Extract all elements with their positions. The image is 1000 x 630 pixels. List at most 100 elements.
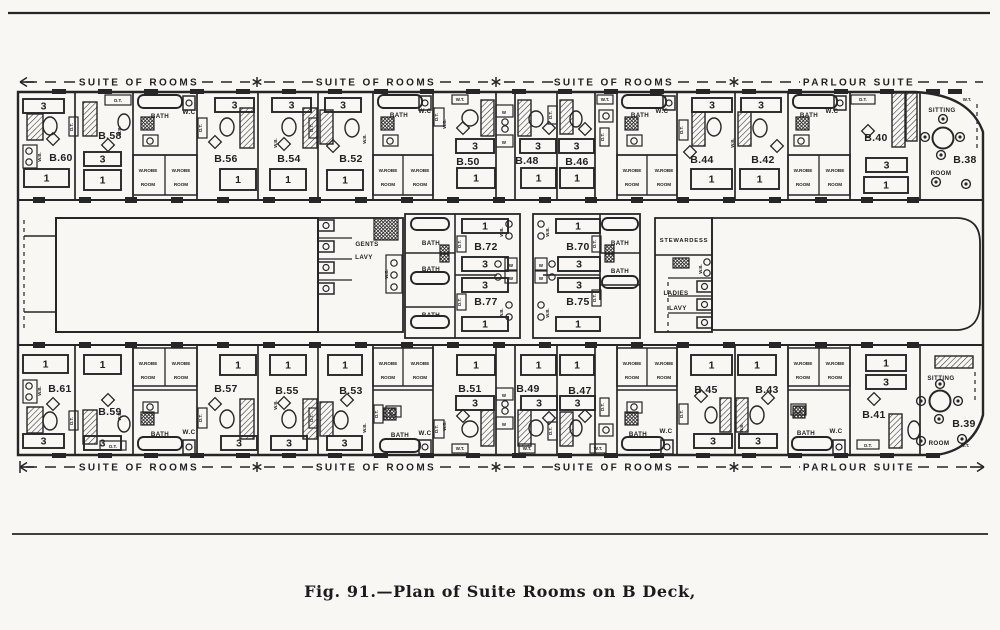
fitting-label: D.T. <box>198 414 203 422</box>
washstand-icon <box>704 406 718 424</box>
room-number-label: B.61 <box>48 383 71 395</box>
washstand-icon <box>706 117 722 137</box>
window-icon <box>604 89 618 94</box>
window-icon <box>558 89 572 94</box>
area-label: LAVY <box>669 305 687 312</box>
heater-icon <box>624 411 639 426</box>
fitting-label: W.B. <box>698 264 703 274</box>
fitting-label: W.B. <box>362 134 367 144</box>
area-label: LADIES <box>663 290 688 297</box>
sofa-icon <box>559 99 574 135</box>
wardrobe-label: W.ROBE <box>379 361 398 366</box>
area-label: BATH <box>391 432 409 439</box>
bathtub-icon <box>791 436 833 451</box>
fitting-label: W.T. <box>963 97 972 102</box>
window-icon <box>236 89 250 94</box>
heater-icon <box>792 405 806 419</box>
arrow-icon <box>976 466 985 473</box>
toilet-icon <box>700 300 709 309</box>
stool-icon <box>455 408 471 424</box>
window-icon <box>236 453 250 458</box>
bed <box>865 374 907 390</box>
wardrobe-label: ROOM <box>174 375 188 380</box>
washbasin-icon <box>537 232 545 240</box>
window-icon <box>98 453 112 458</box>
fitting-box <box>599 127 610 147</box>
deck-zone-label: SUITE OF ROOMS <box>79 77 199 88</box>
fitting-label: W.B. <box>117 126 122 136</box>
chair-icon <box>919 439 923 443</box>
area-label: BATH <box>422 312 440 319</box>
fitting-label: D.T. <box>859 97 867 102</box>
bed-berth-count: 1 <box>575 221 581 233</box>
arrow-icon <box>19 81 28 88</box>
bed-berth-count: 3 <box>758 100 764 112</box>
fitting-label: W.T. <box>594 446 603 451</box>
fitting-label: W.B. <box>499 227 504 237</box>
window-icon <box>834 89 848 94</box>
sofa-icon <box>319 401 334 437</box>
washbasin-icon <box>494 273 502 281</box>
door-icon <box>79 197 91 203</box>
bed-berth-count: 3 <box>41 436 47 448</box>
area-label: W.C <box>660 428 673 435</box>
window-icon <box>144 89 158 94</box>
fitting-label: D.T. <box>600 133 605 141</box>
washbasin-icon <box>501 407 509 415</box>
bed <box>219 168 257 191</box>
washstand-icon <box>42 411 58 431</box>
room-wall <box>55 217 319 333</box>
chair-icon <box>930 176 942 188</box>
wardrobe-label: ROOM <box>657 375 671 380</box>
washbasin-icon <box>703 269 711 277</box>
fitting-box <box>599 397 610 417</box>
wardrobe-label: W.ROBE <box>139 168 158 173</box>
stool-icon <box>541 120 557 136</box>
arrow-icon <box>976 461 985 468</box>
washbasin-icon <box>537 313 545 321</box>
sofa-icon <box>239 107 255 149</box>
wardrobe-label: W.ROBE <box>794 168 813 173</box>
heater-icon <box>672 257 690 269</box>
area-label: LAVY <box>355 254 373 261</box>
window-icon <box>420 453 434 458</box>
area-label: SITTING <box>927 375 954 382</box>
toilet-icon <box>421 99 429 107</box>
window-icon <box>512 453 526 458</box>
washstand-icon <box>528 419 544 437</box>
wardrobe-label: ROOM <box>828 182 842 187</box>
sofa-icon <box>26 113 44 141</box>
fitting-box <box>373 404 384 424</box>
door-icon <box>493 342 505 348</box>
washbasin-icon <box>390 271 398 279</box>
area-label: W.C <box>183 109 196 116</box>
heater-icon <box>604 244 615 254</box>
bed <box>326 435 363 451</box>
fitting-box <box>99 440 127 451</box>
room-number-label: B.42 <box>751 154 774 166</box>
door-icon <box>355 342 367 348</box>
washbasin-icon <box>537 301 545 309</box>
room-number-label: B.54 <box>277 153 300 165</box>
chair-icon <box>964 182 968 186</box>
bed-berth-count: 3 <box>482 259 488 271</box>
bed-berth-count: 3 <box>472 141 478 153</box>
bed <box>23 168 70 188</box>
fitting-box <box>534 270 548 284</box>
fitting-box <box>433 107 445 127</box>
wardrobe-label: W.ROBE <box>411 361 430 366</box>
door-icon <box>171 342 183 348</box>
bed-berth-count: 3 <box>576 259 582 271</box>
fitting-label: D.T. <box>69 123 74 131</box>
room-number-label: B.48 <box>515 155 538 167</box>
window-icon <box>328 89 342 94</box>
bed-berth-count: 1 <box>883 358 889 370</box>
washbasin-icon <box>146 403 154 411</box>
bed <box>326 169 364 191</box>
bed-berth-count: 1 <box>285 360 291 372</box>
bed-berth-count: 3 <box>709 100 715 112</box>
bed <box>555 218 601 234</box>
bed-berth-count: 1 <box>285 174 291 186</box>
door-icon <box>263 342 275 348</box>
